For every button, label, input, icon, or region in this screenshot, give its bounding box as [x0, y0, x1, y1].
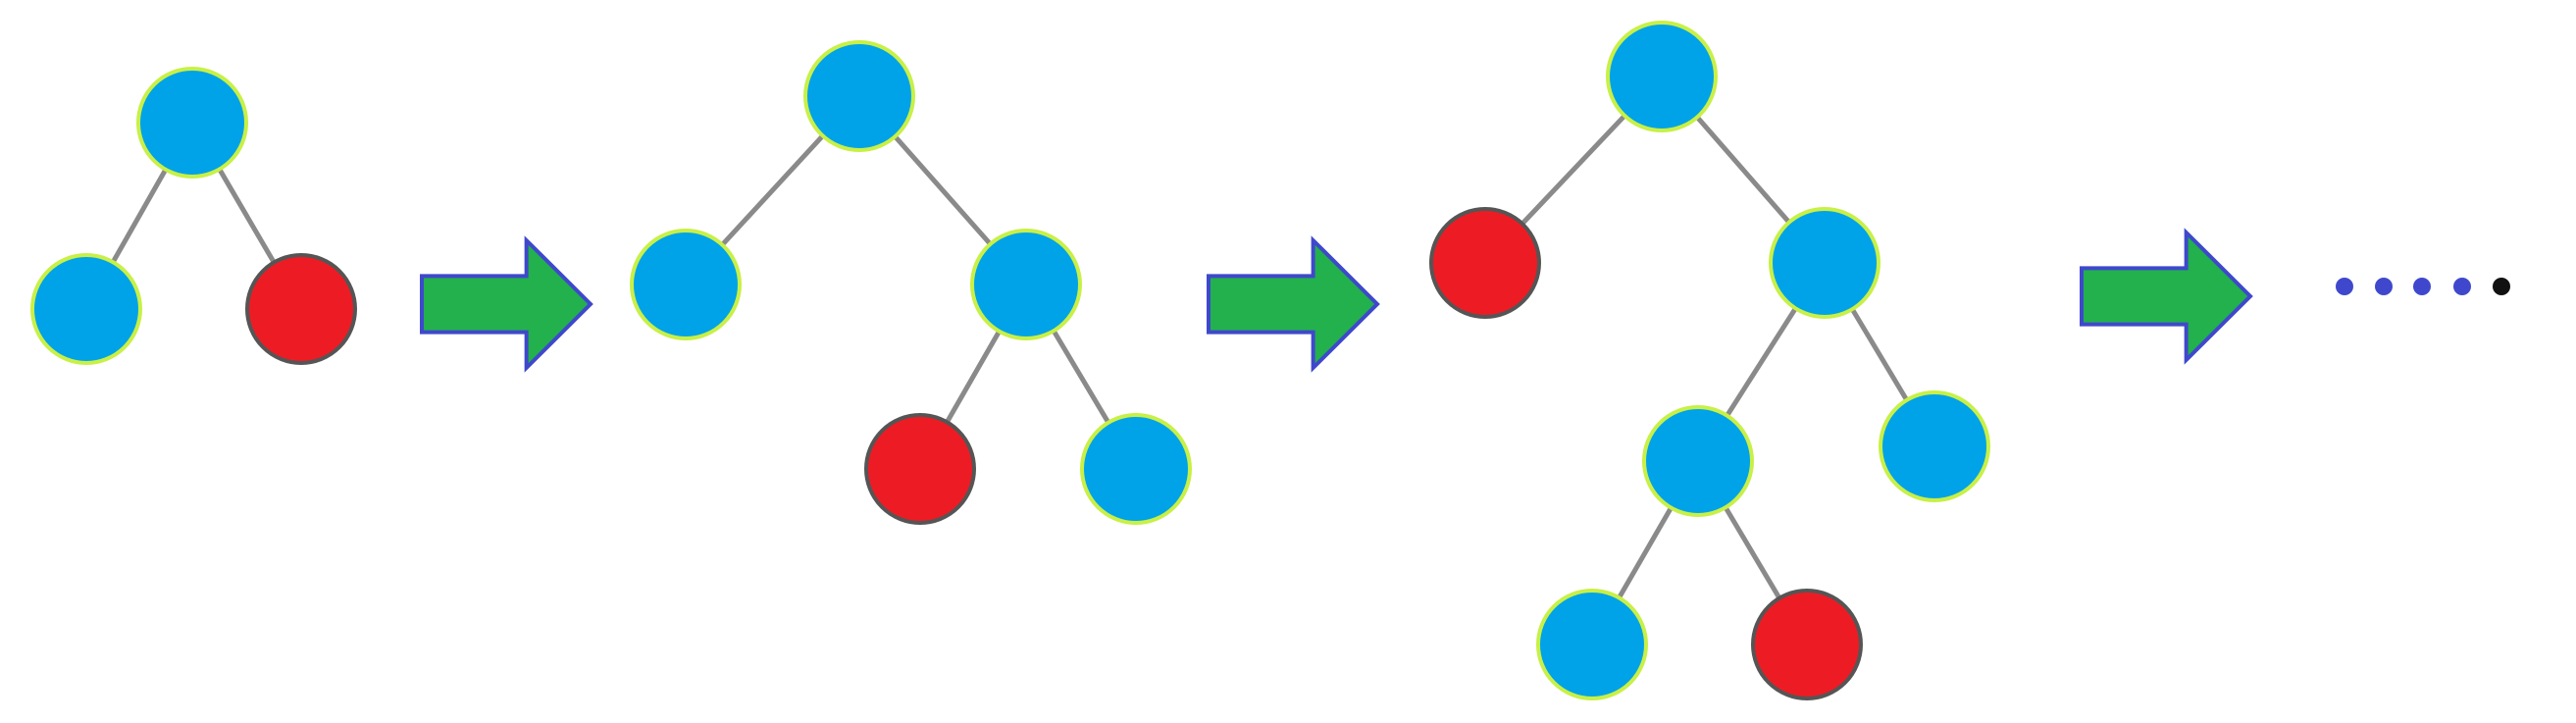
tree-3-node-n6-blue [1536, 589, 1648, 700]
tree-2-node-n1-blue [803, 40, 915, 152]
continuation-dot-3 [2413, 278, 2431, 295]
nodes-layer [30, 21, 1990, 700]
tree-2-node-n3-blue [970, 229, 1082, 340]
tree-1 [30, 67, 357, 365]
tree-2-node-n4-red [864, 413, 976, 525]
continuation-dots [2336, 278, 2510, 295]
tree-1-node-n2-blue [30, 253, 142, 365]
continuation-dot-5 [2493, 278, 2510, 295]
tree-3-node-n7-red [1751, 589, 1863, 700]
tree-3-node-n5-blue [1879, 390, 1990, 502]
right-arrow-icon [2080, 228, 2253, 365]
right-arrow-icon [420, 235, 593, 373]
continuation-dot-4 [2453, 278, 2471, 295]
tree-2-node-n2-blue [630, 229, 742, 340]
continuation-dot-2 [2375, 278, 2393, 295]
tree-3-node-n3-blue [1769, 207, 1880, 319]
tree-3 [1429, 21, 1990, 700]
tree-3-node-n1-blue [1606, 21, 1718, 132]
right-arrow-icon [1207, 235, 1380, 373]
tree-2-node-n5-blue [1080, 413, 1192, 525]
tree-1-node-n1-blue [136, 67, 248, 179]
continuation-dot-1 [2336, 278, 2353, 295]
tree-2 [630, 40, 1192, 525]
edges-layer [83, 75, 1937, 646]
tree-1-node-n3-red [245, 253, 357, 365]
tree-3-node-n2-red [1429, 207, 1541, 319]
arrows-layer [420, 228, 2253, 373]
tree-3-node-n4-blue [1642, 405, 1754, 517]
